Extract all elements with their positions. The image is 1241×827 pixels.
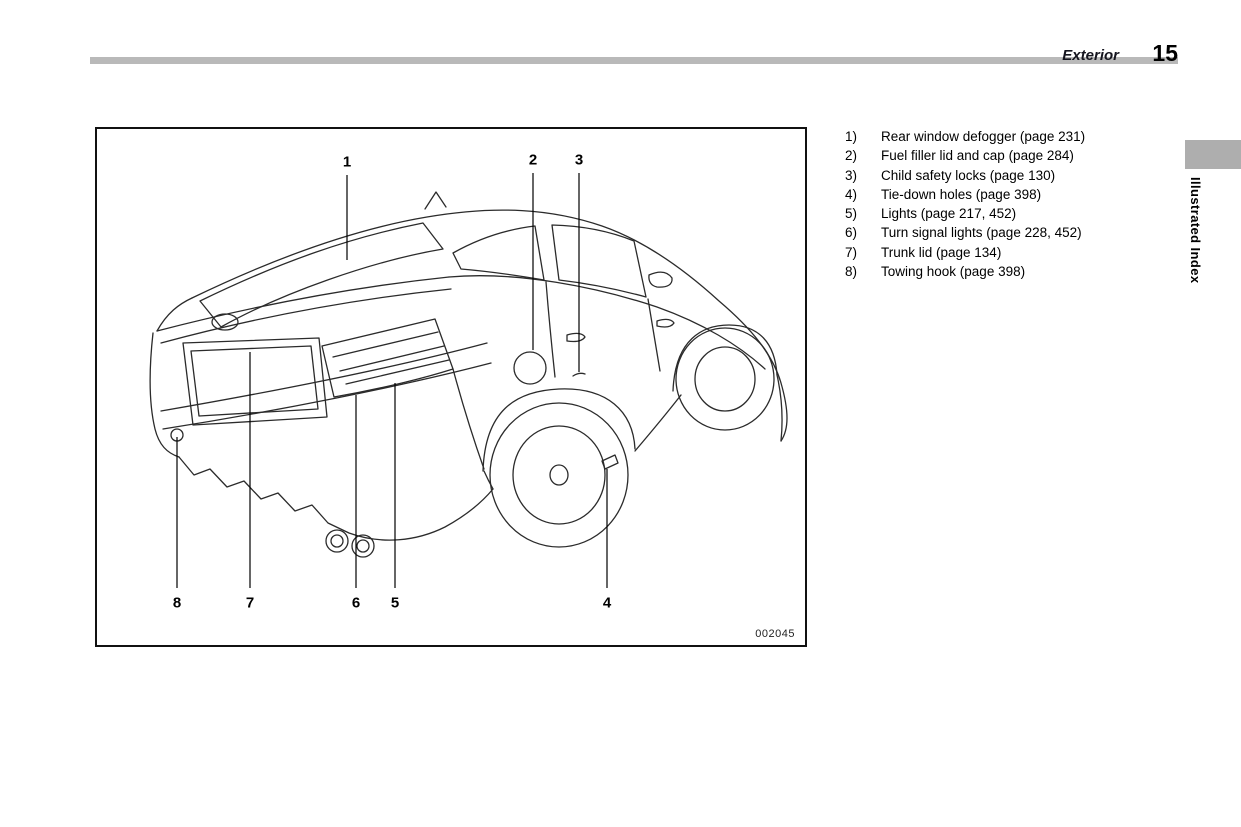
header-rule	[90, 57, 1178, 64]
item-text: Tie-down holes (page 398)	[881, 186, 1042, 202]
callout-5: 5	[390, 594, 400, 612]
tail-lights	[321, 318, 454, 398]
child-lock-detail	[572, 372, 586, 377]
car-illustration	[149, 173, 788, 588]
callout-8: 8	[172, 594, 182, 612]
door-mirror	[648, 271, 673, 288]
item-text: Fuel filler lid and cap (page 284)	[881, 148, 1074, 164]
figure-code: 002045	[755, 628, 795, 640]
item-text: Towing hook (page 398)	[881, 264, 1026, 280]
item-number: 7)	[845, 244, 858, 260]
front-wheel	[675, 327, 775, 431]
item-number: 8)	[845, 264, 858, 280]
item-text: Rear window defogger (page 231)	[881, 129, 1086, 144]
car-line-art	[149, 191, 788, 558]
item-number: 6)	[845, 225, 858, 241]
callout-leader-lines	[176, 173, 608, 588]
illustrated-index-list: 1) Rear window defogger (page 231) 2) Fu…	[845, 127, 1085, 281]
item-text: Child safety locks (page 130)	[881, 167, 1056, 183]
item-text: Trunk lid (page 134)	[881, 244, 1002, 260]
rear-window	[199, 222, 444, 328]
item-number: 3)	[845, 167, 858, 183]
list-item: 4) Tie-down holes (page 398)	[845, 185, 1085, 204]
page-number: 15	[1152, 40, 1178, 66]
rear-wheel	[489, 402, 629, 548]
list-item: 7) Trunk lid (page 134)	[845, 243, 1085, 262]
item-text: Turn signal lights (page 228, 452)	[881, 225, 1082, 241]
tie-down-hole	[601, 454, 619, 470]
callout-1: 1	[342, 153, 352, 171]
callout-2: 2	[528, 151, 538, 169]
callout-6: 6	[351, 594, 361, 612]
list-item: 6) Turn signal lights (page 228, 452)	[845, 223, 1085, 242]
list-item: 2) Fuel filler lid and cap (page 284)	[845, 146, 1085, 165]
item-number: 1)	[845, 129, 858, 144]
callout-4: 4	[602, 594, 612, 612]
fuel-filler-lid	[513, 351, 547, 385]
section-title: Exterior	[1062, 47, 1119, 64]
list-item: 8) Towing hook (page 398)	[845, 262, 1085, 281]
list-item: 1) Rear window defogger (page 231)	[845, 127, 1085, 146]
callout-7: 7	[245, 594, 255, 612]
emblem	[211, 313, 239, 331]
figure-box: 1 2 3 4 5 6 7 8 002045	[95, 127, 807, 647]
antenna-fin	[424, 191, 447, 210]
item-number: 2)	[845, 148, 858, 164]
side-tab-label: Illustrated Index	[1188, 177, 1203, 284]
item-number: 5)	[845, 206, 858, 222]
side-tab-marker	[1185, 140, 1241, 169]
list-item: 3) Child safety locks (page 130)	[845, 166, 1085, 185]
callout-3: 3	[574, 151, 584, 169]
item-text: Lights (page 217, 452)	[881, 206, 1017, 222]
item-number: 4)	[845, 186, 858, 202]
list-item: 5) Lights (page 217, 452)	[845, 204, 1085, 223]
